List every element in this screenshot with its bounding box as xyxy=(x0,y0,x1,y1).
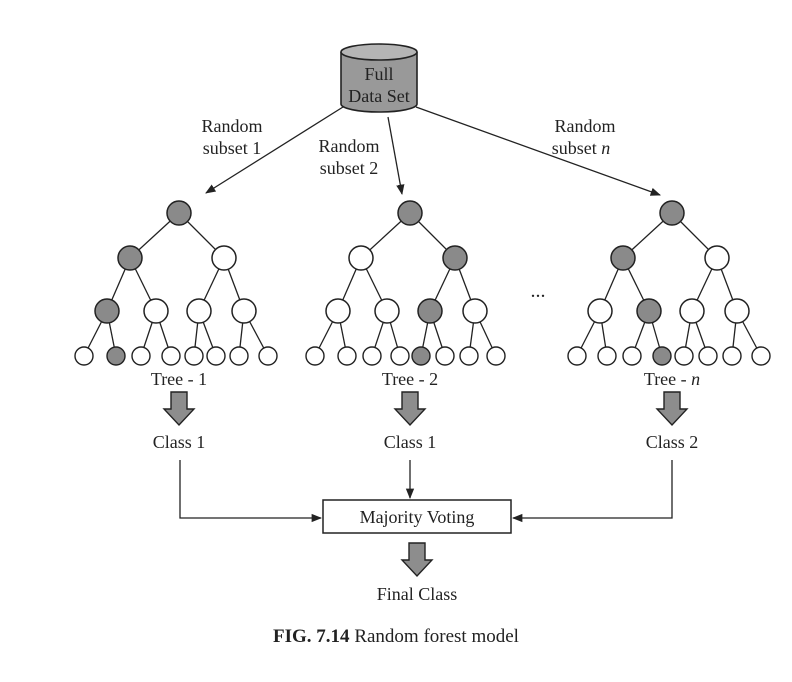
tree-1-down-arrow xyxy=(162,391,196,427)
tree-leaf-node xyxy=(674,346,694,366)
tree-3-label-text: Tree - xyxy=(644,369,691,389)
subset-2-label-line2: subset 2 xyxy=(320,158,379,178)
cylinder-top xyxy=(340,43,418,61)
tree-internal-node xyxy=(325,298,351,324)
tree-3-label: Tree - n xyxy=(644,369,700,389)
tree-leaf-node xyxy=(362,346,382,366)
tree-internal-node xyxy=(679,298,705,324)
tree-internal-node xyxy=(117,245,143,271)
tree-leaf-node xyxy=(722,346,742,366)
tree-internal-node xyxy=(348,245,374,271)
tree-leaf-node xyxy=(597,346,617,366)
tree-internal-node xyxy=(211,245,237,271)
tree-1-label: Tree - 1 xyxy=(151,369,207,389)
subset-2-label-line1: Random xyxy=(319,136,380,156)
tree-leaf-node xyxy=(229,346,249,366)
tree-1-label-text: Tree - 1 xyxy=(151,369,207,389)
tree-3-label-italic: n xyxy=(691,369,700,389)
tree-2-class-label: Class 1 xyxy=(384,432,437,452)
tree-leaf-node xyxy=(622,346,642,366)
tree-leaf-node xyxy=(411,346,431,366)
subset-n-label-line2-text: subset xyxy=(552,138,602,158)
tree-3 xyxy=(567,200,771,427)
tree-leaf-node xyxy=(751,346,771,366)
tree-1 xyxy=(74,200,278,427)
class-n-to-voting-arrow xyxy=(511,460,673,523)
tree-internal-node xyxy=(587,298,613,324)
tree-leaf-node xyxy=(161,346,181,366)
tree-internal-node xyxy=(724,298,750,324)
tree-leaf-node xyxy=(390,346,410,366)
tree-internal-node xyxy=(143,298,169,324)
tree-2 xyxy=(305,200,506,427)
subset-arrow-1 xyxy=(205,106,344,194)
subset-n-label-line2: subset n xyxy=(552,138,611,158)
tree-leaf-node xyxy=(459,346,479,366)
tree-leaf-node xyxy=(698,346,718,366)
tree-3-class-label: Class 2 xyxy=(646,432,699,452)
tree-2-down-arrow xyxy=(393,391,427,427)
tree-internal-node xyxy=(186,298,212,324)
tree-leaf-node xyxy=(258,346,278,366)
tree-leaf-node xyxy=(567,346,587,366)
caption-figure-number: FIG. 7.14 xyxy=(273,626,350,647)
data-set-label-line1: Full xyxy=(364,64,393,84)
tree-leaf-node xyxy=(106,346,126,366)
final-class-label: Final Class xyxy=(377,584,458,604)
tree-leaf-node xyxy=(652,346,672,366)
data-set-label-line2: Data Set xyxy=(348,86,409,106)
tree-leaf-node xyxy=(486,346,506,366)
subset-1-label-line1: Random xyxy=(202,116,263,136)
tree-internal-node xyxy=(417,298,443,324)
tree-leaf-node xyxy=(184,346,204,366)
tree-leaf-node xyxy=(435,346,455,366)
tree-internal-node xyxy=(704,245,730,271)
tree-1-class-label: Class 1 xyxy=(153,432,206,452)
cylinder-body xyxy=(340,52,418,113)
majority-voting-label: Majority Voting xyxy=(360,507,475,527)
tree-leaf-node xyxy=(305,346,325,366)
subset-n-label-line1: Random xyxy=(555,116,616,136)
tree-internal-node xyxy=(610,245,636,271)
tree-internal-node xyxy=(442,245,468,271)
tree-2-label: Tree - 2 xyxy=(382,369,438,389)
subset-arrow-n xyxy=(415,106,661,196)
tree-internal-node xyxy=(94,298,120,324)
subset-1-label-line2: subset 1 xyxy=(203,138,262,158)
tree-leaf-node xyxy=(74,346,94,366)
tree-internal-node xyxy=(374,298,400,324)
tree-root-node xyxy=(659,200,685,226)
majority-voting-box xyxy=(322,499,512,534)
tree-2-label-text: Tree - 2 xyxy=(382,369,438,389)
tree-internal-node xyxy=(636,298,662,324)
tree-internal-node xyxy=(231,298,257,324)
tree-leaf-node xyxy=(131,346,151,366)
tree-3-down-arrow xyxy=(655,391,689,427)
class-1-to-voting-arrow xyxy=(179,460,323,523)
full-data-set-cylinder xyxy=(340,43,418,113)
tree-root-node xyxy=(397,200,423,226)
ellipsis-text: ... xyxy=(531,280,546,302)
tree-leaf-node xyxy=(206,346,226,366)
subset-n-label-line2-italic: n xyxy=(601,138,610,158)
tree-internal-node xyxy=(462,298,488,324)
final-down-arrow xyxy=(400,542,434,578)
tree-root-node xyxy=(166,200,192,226)
figure-caption: FIG. 7.14 Random forest model xyxy=(0,626,792,648)
subset-arrow-2 xyxy=(387,116,405,196)
tree-leaf-node xyxy=(337,346,357,366)
caption-text: Random forest model xyxy=(349,626,519,647)
